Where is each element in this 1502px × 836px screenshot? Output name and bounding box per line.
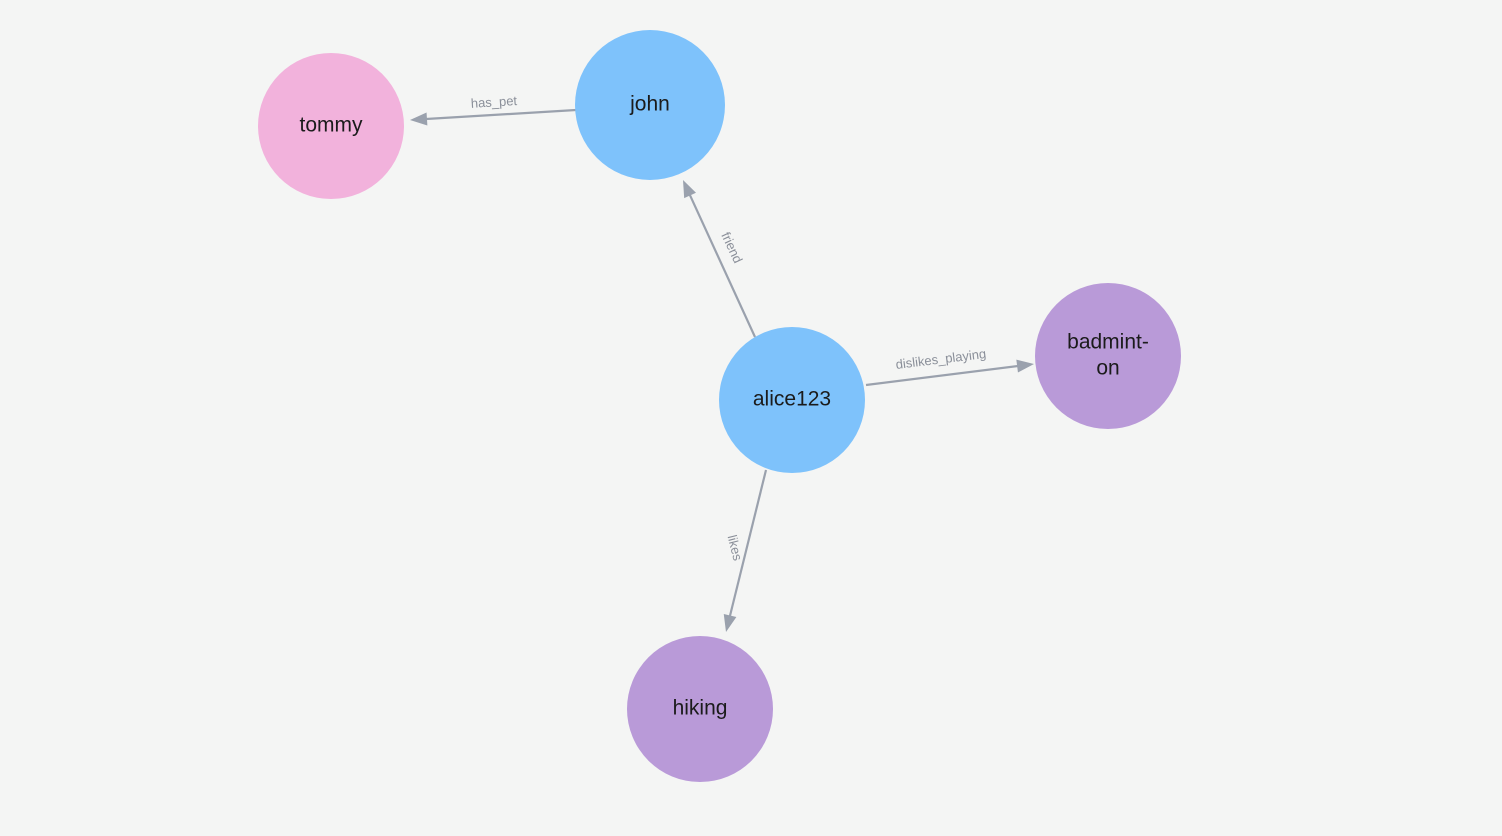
edge-arrowhead-icon: [683, 180, 696, 199]
graph-node-badminton[interactable]: badmint-on: [1035, 283, 1181, 429]
edge-arrowhead-icon: [723, 613, 737, 632]
edge-label: dislikes_playing: [895, 346, 987, 372]
node-circle[interactable]: [627, 636, 773, 782]
edge-line: [687, 192, 756, 338]
graph-node-tommy[interactable]: tommy: [258, 53, 404, 199]
edge-arrowhead-icon: [410, 112, 428, 126]
node-circle[interactable]: [258, 53, 404, 199]
graph-edge[interactable]: likes: [723, 469, 768, 632]
nodes-layer: john tommy alice123 badmint-on hiking: [258, 30, 1181, 782]
edge-label: has_pet: [470, 93, 517, 111]
node-circle[interactable]: [575, 30, 725, 180]
graph-node-john[interactable]: john: [575, 30, 725, 180]
node-circle[interactable]: [719, 327, 865, 473]
node-circle[interactable]: [1035, 283, 1181, 429]
edge-arrowhead-icon: [1016, 359, 1034, 373]
edge-label: likes: [725, 533, 746, 562]
edge-line: [728, 469, 768, 619]
graph-edge[interactable]: has_pet: [410, 93, 577, 126]
graph-node-alice123[interactable]: alice123: [719, 327, 865, 473]
graph-edge[interactable]: friend: [683, 180, 756, 338]
edge-line: [865, 364, 1021, 387]
graph-edge[interactable]: dislikes_playing: [865, 346, 1034, 387]
graph-node-hiking[interactable]: hiking: [627, 636, 773, 782]
edge-line: [423, 108, 577, 121]
edge-label: friend: [718, 230, 745, 266]
